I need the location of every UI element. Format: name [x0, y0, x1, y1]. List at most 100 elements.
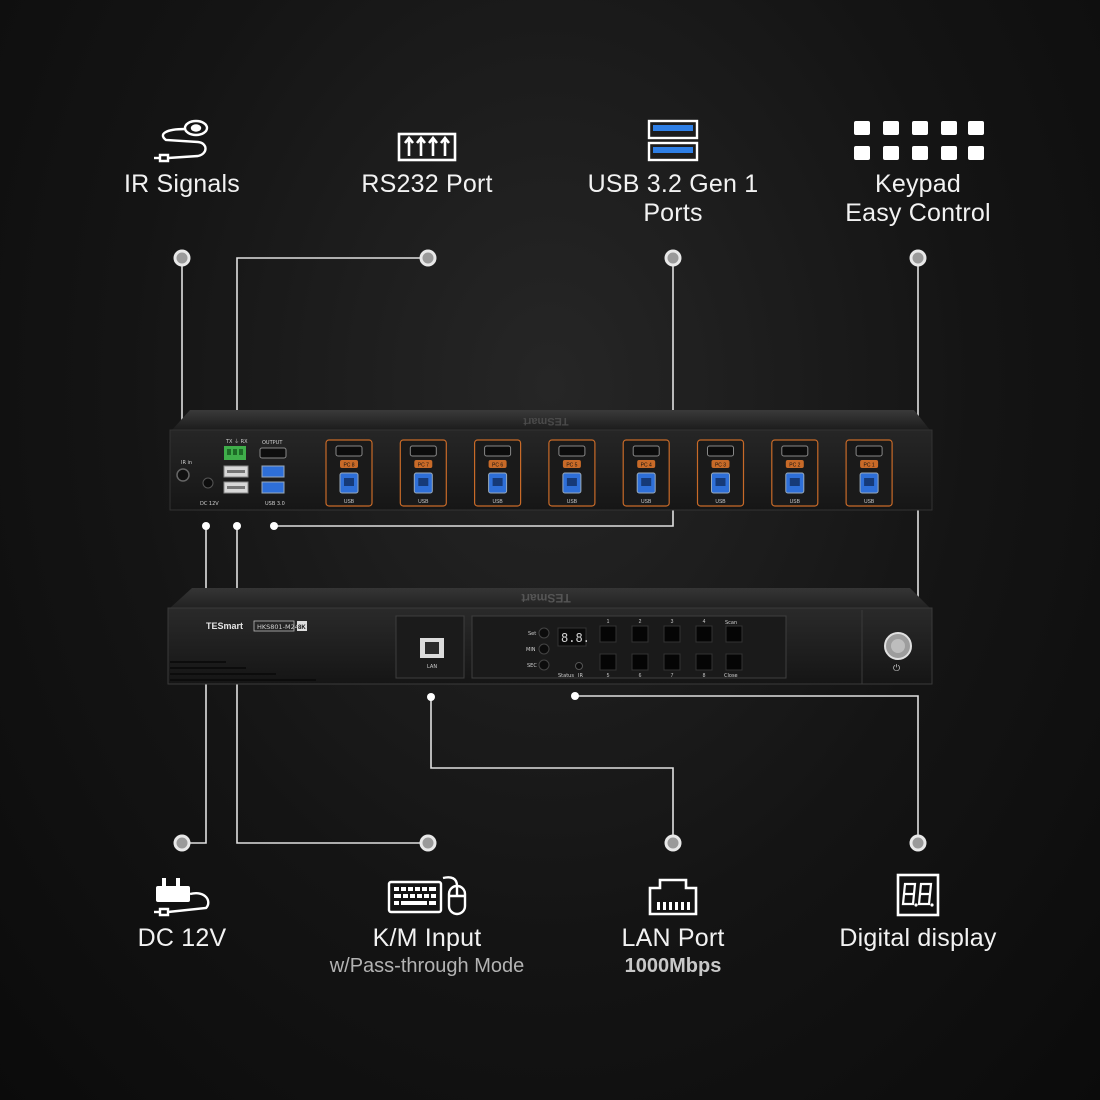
- usb-port-label: USB: [641, 499, 652, 505]
- feature-digital-display: Digital display: [788, 872, 1048, 953]
- txrx-label: TX ⏚ RX: [225, 438, 248, 445]
- feature-ir-signals: IR Signals: [52, 118, 312, 199]
- pc-port-group: PC 3 USB: [696, 439, 745, 507]
- leader-lan: [430, 697, 674, 843]
- feature-label: USB 3.2 Gen 1 Ports: [587, 170, 759, 227]
- usb-port-label: USB: [790, 499, 801, 505]
- leader-usb: [274, 258, 674, 527]
- feature-label: IR Signals: [124, 170, 240, 198]
- front-segment-display: 8.8.: [561, 631, 590, 645]
- keypad-button: [725, 625, 743, 643]
- feature-km-input: K/M Input w/Pass-through Mode: [297, 872, 557, 979]
- marker-rs232: [419, 249, 437, 267]
- feature-dc-12v: DC 12V: [52, 872, 312, 953]
- segment-display-icon: [896, 873, 940, 917]
- output-label: OUTPUT: [262, 440, 283, 446]
- pc-port-label: PC 5: [566, 463, 577, 469]
- keypad-number-label: 5: [607, 673, 610, 679]
- usb-port-label: USB: [715, 499, 726, 505]
- feature-label: Digital display: [839, 924, 997, 952]
- pc-port-label: PC 6: [492, 463, 503, 469]
- keypad-button: [663, 653, 681, 671]
- hdmi-port: [484, 445, 512, 457]
- power-symbol: ⏻: [893, 663, 900, 673]
- sec-label: SEC: [527, 663, 537, 669]
- ethernet-port-icon: [648, 878, 698, 916]
- leader-rs232: [236, 257, 428, 432]
- badge-8k: 8K: [298, 625, 306, 631]
- usb-port-label: USB: [864, 499, 875, 505]
- feature-label: LAN Port: [621, 924, 725, 952]
- status-label: Status: [558, 673, 574, 679]
- pc-port-label: PC 8: [343, 463, 354, 469]
- keypad-button: [695, 653, 713, 671]
- ir-label: IR: [578, 673, 583, 679]
- pc-port-group: PC 6 USB: [474, 439, 522, 507]
- ir-receiver-icon: [154, 119, 209, 163]
- keypad-number-label: 8: [703, 673, 706, 679]
- hdmi-port: [409, 445, 437, 457]
- keypad-number-label: 1: [607, 619, 610, 625]
- lan-label: LAN: [427, 664, 437, 670]
- marker-ir: [173, 249, 191, 267]
- min-label: MIN: [526, 647, 536, 653]
- rear-panel: TESmart IR in TX ⏚ RX DC 12V OUTPUT USB …: [169, 410, 933, 511]
- feature-keypad: Keypad Easy Control: [788, 118, 1048, 228]
- leader-display: [575, 695, 919, 843]
- rear-top-brand: TESmart: [523, 415, 569, 427]
- keypad-number-label: 3: [671, 619, 674, 625]
- scan-label: Scan: [725, 620, 737, 626]
- marker-keypad: [909, 249, 927, 267]
- ir-in-label: IR in: [181, 460, 192, 466]
- hdmi-port: [558, 445, 586, 457]
- keypad-number-label: 2: [639, 619, 642, 625]
- hdmi-port: [855, 445, 883, 457]
- usb-port-label: USB: [492, 499, 503, 505]
- keypad-button: [599, 625, 617, 643]
- front-brand: TESmart: [206, 621, 243, 631]
- ir-in-jack: [176, 468, 190, 482]
- pc-port-group: PC 1 USB: [845, 439, 893, 507]
- output-hdmi: [259, 447, 287, 459]
- pc-port-label: PC 1: [864, 463, 875, 469]
- usb-port-label: USB: [567, 499, 578, 505]
- feature-label: DC 12V: [137, 924, 227, 952]
- keypad-button: [599, 653, 617, 671]
- keypad-number-label: 7: [671, 673, 674, 679]
- feature-lan-port: LAN Port 1000Mbps: [543, 872, 803, 979]
- feature-usb-ports: USB 3.2 Gen 1 Ports: [543, 118, 803, 228]
- feature-label: K/M Input: [372, 924, 482, 952]
- front-panel: TESmart TESmart HKS801-M24 8K LAN Set MI…: [167, 588, 933, 685]
- feature-rs232-port: RS232 Port: [297, 118, 557, 199]
- pc-port-label: PC 4: [641, 463, 652, 469]
- hdmi-port: [335, 445, 363, 457]
- keyboard-mouse-icon: [387, 876, 467, 916]
- usb-port-label: USB: [418, 499, 429, 505]
- marker-display: [909, 834, 927, 852]
- marker-dc: [173, 834, 191, 852]
- keypad-icon: [854, 121, 984, 160]
- pc-port-label: PC 3: [715, 463, 726, 469]
- usb30-label: USB 3.0: [265, 501, 285, 507]
- pc-port-group: PC 4 USB: [622, 439, 670, 507]
- usb-port-label: USB: [344, 499, 355, 505]
- feature-label: RS232 Port: [361, 170, 493, 198]
- dc-jack: [202, 477, 214, 489]
- keypad-button: [631, 625, 649, 643]
- model-label: HKS801-M24: [257, 623, 299, 631]
- keypad-button: [663, 625, 681, 643]
- pc-port-group: PC 5 USB: [548, 439, 596, 507]
- marker-km: [419, 834, 437, 852]
- set-label: Set: [528, 631, 536, 637]
- rs232-terminal-icon: [397, 132, 457, 162]
- keypad-button: [695, 625, 713, 643]
- close-label: Close: [724, 673, 738, 679]
- dc-label: DC 12V: [200, 501, 219, 507]
- power-adapter-icon: [154, 878, 210, 917]
- hdmi-port: [632, 445, 660, 457]
- front-top-brand: TESmart: [521, 591, 570, 605]
- keypad-button: [631, 653, 649, 671]
- usb-ports-icon: [647, 119, 699, 162]
